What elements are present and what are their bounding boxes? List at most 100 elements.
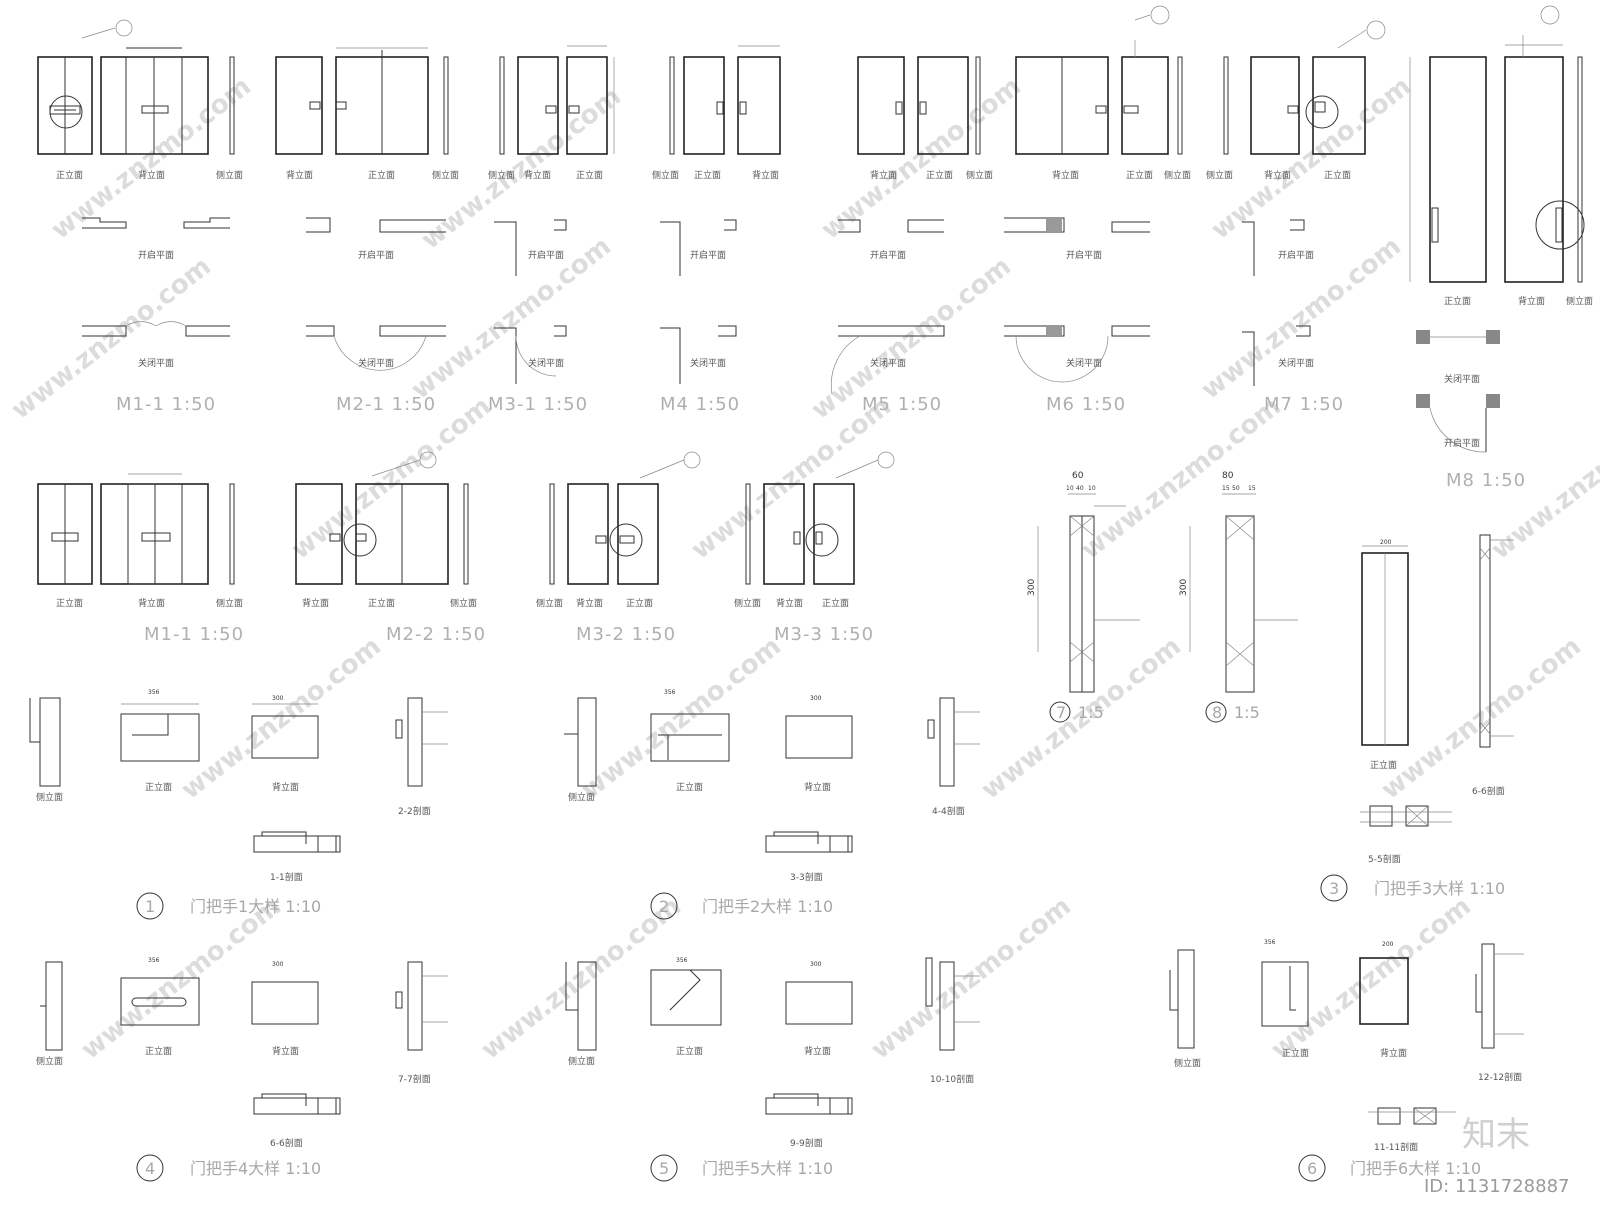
label: 正立面 (576, 169, 603, 181)
dimension: 300 (810, 961, 822, 968)
label: 10-10剖面 (930, 1073, 974, 1085)
label: 开启平面 (1066, 249, 1102, 261)
label: 背立面 (1518, 295, 1545, 307)
label: 背立面 (1264, 169, 1291, 181)
label: 正立面 (1126, 169, 1153, 181)
label: 4-4剖面 (932, 805, 965, 817)
label: 开启平面 (1278, 249, 1314, 261)
label: 1-1剖面 (270, 871, 303, 883)
dimension: 356 (676, 957, 688, 964)
label: 开启平面 (138, 249, 174, 261)
door-m3-2-elevations: 侧立面 背立面 正立面 M3-2 1:50 (536, 451, 701, 645)
label: 背立面 (576, 597, 603, 609)
dimension: 40 (1076, 485, 1084, 492)
dimension: 356 (148, 957, 160, 964)
label: 背立面 (524, 169, 551, 181)
callout-number: 1 (145, 897, 155, 916)
callout-circle (1205, 701, 1227, 723)
label: 侧立面 (36, 1055, 63, 1067)
label: 侧立面 (536, 597, 563, 609)
callout-number: 8 (1212, 703, 1222, 722)
callout-number: 3 (1329, 879, 1339, 898)
door-m5-elevations: 背立面 正立面 侧立面 (857, 56, 993, 181)
label: 侧立面 (450, 597, 477, 609)
label: 背立面 (776, 597, 803, 609)
label: 正立面 (1282, 1047, 1309, 1059)
label: 侧立面 (216, 169, 243, 181)
label: 侧立面 (568, 791, 595, 803)
label: 正立面 (626, 597, 653, 609)
door-m1-1-b-elevations: 正立面 背立面 侧立面 M1-1 1:50 (37, 473, 244, 645)
label: 背立面 (286, 169, 313, 181)
label: 侧立面 (1566, 295, 1593, 307)
dimension: 10 (1066, 485, 1074, 492)
scale-label: 1:5 (1234, 703, 1260, 722)
door-m2-1-elevations: 背立面 正立面 侧立面 (275, 47, 459, 181)
drawing-title: M1-1 1:50 (116, 394, 216, 415)
door-m2-2-elevations: 背立面 正立面 侧立面 M2-2 1:50 (295, 451, 485, 645)
dimension: 356 (148, 689, 160, 696)
dimension: 200 (1382, 941, 1394, 948)
label: 9-9剖面 (790, 1137, 823, 1149)
label: 关闭平面 (1444, 373, 1480, 385)
label: 正立面 (56, 597, 83, 609)
door-m8-elevations: 正立面 背立面 侧立面 关闭平面 开启平面 M8 1:50 (1409, 5, 1593, 491)
label: 正立面 (56, 169, 83, 181)
label: 背立面 (302, 597, 329, 609)
detail-title: 门把手6大样 1:10 (1350, 1159, 1481, 1178)
label: 侧立面 (1206, 169, 1233, 181)
callout-circle (1049, 701, 1071, 723)
label: 开启平面 (690, 249, 726, 261)
door-m6-elevations: 背立面 正立面 侧立面 (1015, 5, 1191, 181)
detail-title: 门把手5大样 1:10 (702, 1159, 833, 1178)
section-8: 80 15 50 15 300 8 1:5 (1179, 471, 1298, 723)
label: 正立面 (1370, 759, 1397, 771)
label: 关闭平面 (528, 357, 564, 369)
row1-titles: M1-1 1:50 M2-1 1:50 M3-1 1:50 M4 1:50 M5… (116, 394, 1344, 415)
label: 正立面 (145, 781, 172, 793)
label: 6-6剖面 (270, 1137, 303, 1149)
label: 12-12剖面 (1478, 1071, 1522, 1083)
drawing-title: M8 1:50 (1446, 470, 1526, 491)
label: 背立面 (752, 169, 779, 181)
label: 背立面 (870, 169, 897, 181)
door-m1-1-elevations: 正立面 背立面 侧立面 (37, 19, 243, 181)
detail-title: 门把手1大样 1:10 (190, 897, 321, 916)
logo-text: 知末 (1462, 1115, 1530, 1155)
label: 开启平面 (358, 249, 394, 261)
callout-circle (650, 1154, 678, 1182)
dimension: 50 (1232, 485, 1240, 492)
door-m3-3-elevations: 侧立面 背立面 正立面 M3-3 1:50 (734, 451, 895, 645)
label: 正立面 (368, 597, 395, 609)
callout-number: 5 (659, 1159, 669, 1178)
drawing-title: M6 1:50 (1046, 394, 1126, 415)
label: 背立面 (272, 1045, 299, 1057)
label: 开启平面 (528, 249, 564, 261)
dimension: 300 (1179, 579, 1189, 596)
label: 侧立面 (568, 1055, 595, 1067)
label: 侧立面 (966, 169, 993, 181)
dimension: 60 (1072, 471, 1084, 481)
label: 正立面 (926, 169, 953, 181)
callout-number: 2 (659, 897, 669, 916)
label: 侧立面 (1174, 1057, 1201, 1069)
drawing-title: M7 1:50 (1264, 394, 1344, 415)
dimension: 15 (1222, 485, 1230, 492)
label: 侧立面 (36, 791, 63, 803)
dimension: 356 (664, 689, 676, 696)
dimension: 10 (1088, 485, 1096, 492)
callout-number: 7 (1056, 703, 1066, 722)
handle-6-detail: 侧立面 356 正立面 200 背立面 12-12剖面 11-11剖面 6 门把… (1169, 939, 1524, 1182)
drawing-title: M1-1 1:50 (144, 624, 244, 645)
label: 正立面 (694, 169, 721, 181)
detail-title: 门把手4大样 1:10 (190, 1159, 321, 1178)
image-id: ID: 1131728887 (1424, 1176, 1569, 1197)
dimension: 356 (1264, 939, 1276, 946)
callout-circle (650, 892, 678, 920)
brand-logo: 知末 ID: 1131728887 (1424, 1115, 1569, 1197)
label: 背立面 (138, 597, 165, 609)
callout-circle (1320, 874, 1348, 902)
label: 背立面 (1380, 1047, 1407, 1059)
handle-5-detail: 侧立面 356 正立面 300 背立面 10-10剖面 9-9剖面 5 门把手5… (565, 957, 980, 1182)
